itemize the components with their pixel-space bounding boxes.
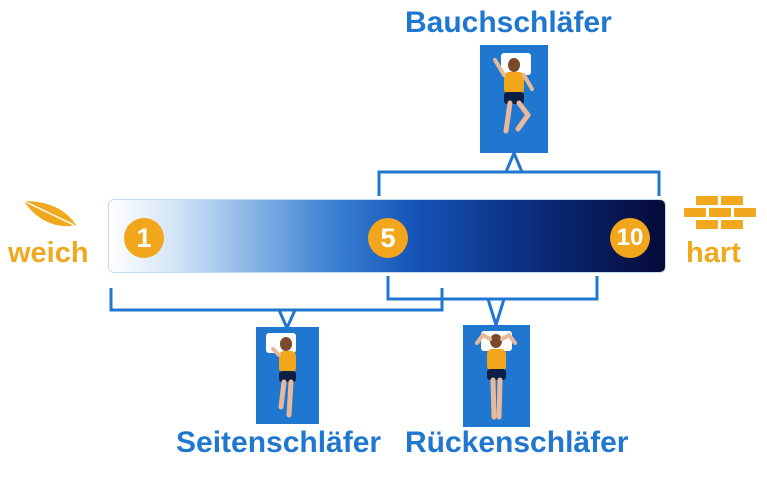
bauch-bracket bbox=[377, 170, 661, 196]
ruecken-bracket bbox=[386, 276, 599, 301]
rueckenschlaefer-mattress bbox=[463, 325, 530, 427]
seiten-connector bbox=[277, 309, 297, 332]
side-sleeper-figure bbox=[266, 333, 296, 418]
feather-icon bbox=[23, 200, 76, 227]
bauchschlaefer-mattress bbox=[480, 45, 548, 153]
rueckenschlaefer-label: Rückenschläfer bbox=[405, 426, 629, 459]
brick-wall-icon bbox=[684, 196, 756, 229]
seitenschlaefer-label: Seitenschläfer bbox=[176, 426, 382, 459]
hart-label: hart bbox=[686, 237, 741, 269]
ruecken-connector bbox=[486, 298, 506, 331]
back-sleeper-figure bbox=[475, 331, 517, 420]
weich-label: weich bbox=[8, 237, 89, 269]
scale-badge-10: 10 bbox=[610, 218, 650, 258]
bauch-connector bbox=[504, 149, 524, 173]
seitenschlaefer-mattress bbox=[256, 327, 319, 424]
scale-badge-1: 1 bbox=[124, 218, 164, 258]
scale-badge-5: 5 bbox=[368, 218, 408, 258]
stomach-sleeper-figure bbox=[493, 53, 534, 134]
bauchschlaefer-label: Bauchschläfer bbox=[405, 6, 612, 39]
